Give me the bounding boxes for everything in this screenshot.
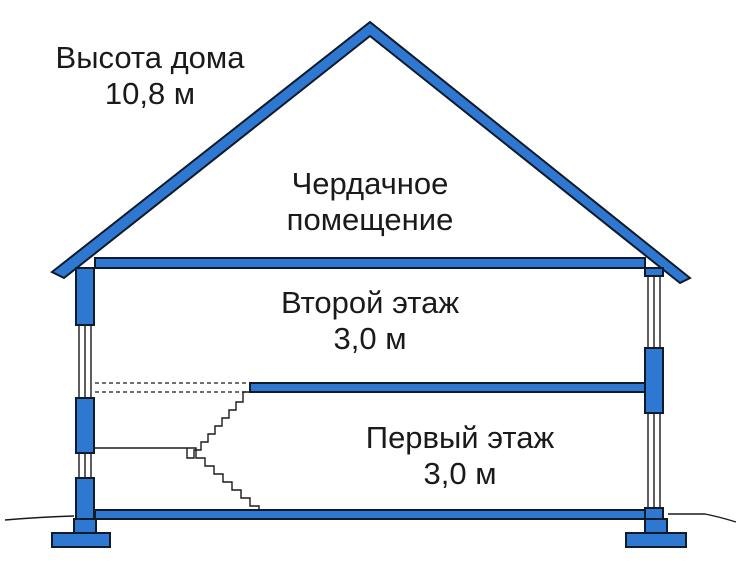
second-floor-title: Второй этаж: [280, 285, 460, 320]
second-floor-label: Второй этаж 3,0 м: [240, 285, 500, 357]
footing-left: [51, 532, 111, 548]
right-window-lower: [647, 413, 661, 508]
ground-line-left: [4, 515, 75, 521]
house-height-label: Высота дома 10,8 м: [30, 40, 270, 112]
right-wall-middle-segment: [644, 347, 664, 414]
second-floor-height: 3,0 м: [333, 321, 407, 356]
attic-label: Чердачное помещение: [250, 166, 490, 238]
attic-floor-slab: [94, 257, 646, 269]
right-window-upper: [647, 276, 661, 348]
roof: [50, 20, 692, 285]
first-floor-title: Первый этаж: [365, 420, 555, 455]
left-window-lower: [78, 453, 92, 478]
attic-title-line2: помещение: [286, 202, 454, 237]
right-wall-top-segment: [644, 267, 664, 277]
left-wall-middle-segment: [75, 397, 95, 454]
second-floor-slab: [249, 382, 646, 393]
stair-void-dashed: [95, 382, 250, 393]
house-height-title: Высота дома: [55, 40, 245, 75]
first-floor-label: Первый этаж 3,0 м: [330, 420, 590, 492]
first-floor-slab: [94, 509, 646, 520]
first-floor-height: 3,0 м: [423, 456, 497, 491]
left-wall-top-segment: [75, 267, 95, 326]
footing-right: [625, 532, 687, 548]
left-window-upper: [78, 325, 92, 398]
staircase: [186, 391, 260, 512]
house-height-value: 10,8 м: [104, 76, 196, 111]
attic-title-line1: Чердачное: [291, 166, 449, 201]
ground-line-right: [668, 513, 737, 523]
